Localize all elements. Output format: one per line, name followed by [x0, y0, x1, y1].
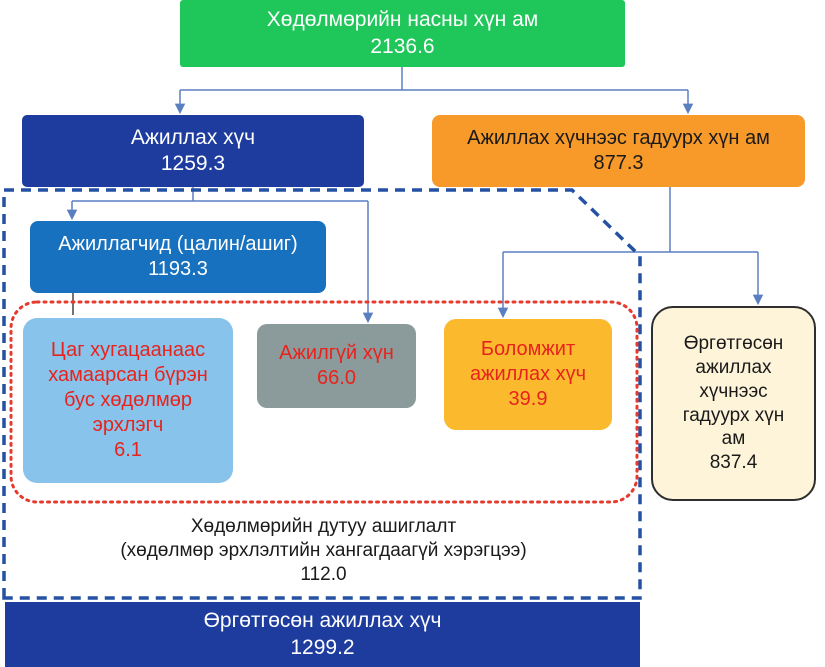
employed-value: 1193.3 [148, 258, 208, 280]
outside-labour-force-label: Ажиллах хүчнээс гадуурх хүн ам [467, 127, 770, 149]
time-related-underemployed-value: 6.1 [114, 439, 142, 461]
extended-labour-force-dashed-boundary [2, 188, 642, 600]
extended-labour-force-value: 1299.2 [290, 635, 355, 659]
extended-outside-line-3: хүчнээс [699, 380, 768, 402]
extended-outside-value: 837.4 [709, 452, 758, 473]
labour-force-label: Ажиллах хүч [130, 125, 256, 149]
labour-underutilization-line-1: Хөдөлмөрийн дутуу ашиглалт [190, 516, 457, 538]
labour-underutilization-line-2: (хөдөлмөр эрхлэлтийн хангагдаагүй хэрэгц… [120, 540, 527, 562]
time-related-underemployed-line-3: бус хөдөлмөр [64, 389, 192, 411]
labour-force-value: 1259.3 [160, 152, 226, 175]
labour-force-box: Ажиллах хүч 1259.3 [22, 115, 364, 187]
extended-labour-force-label: Өргөтгөсөн ажиллах хүч [203, 609, 442, 633]
employed-box: Ажиллагчид (цалин/ашиг) 1193.3 [30, 221, 326, 293]
working-age-population-box: Хөдөлмөрийн насны хүн ам 2136.6 [180, 0, 625, 67]
employed-label: Ажиллагчид (цалин/ашиг) [58, 233, 298, 255]
working-age-population-value: 2136.6 [370, 34, 435, 58]
potential-labour-force-value: 39.9 [508, 388, 548, 410]
potential-labour-force-line-2: ажиллах хүч [469, 363, 587, 385]
extended-outside-labour-force-box: Өргөтгөсөн ажиллах хүчнээс гадуурх хүн а… [651, 306, 816, 501]
unemployed-value: 66.0 [317, 367, 356, 389]
extended-outside-line-5: ам [721, 428, 746, 450]
outside-labour-force-value: 877.3 [593, 152, 644, 174]
potential-labour-force-line-1: Боломжит [480, 338, 576, 360]
time-related-underemployed-box: Цаг хугацаанаас хамаарсан бүрэн бус хөдө… [23, 318, 233, 483]
extended-outside-line-1: Өргөтгөсөн [683, 333, 784, 355]
labour-underutilization-caption: Хөдөлмөрийн дутуу ашиглалт (хөдөлмөр эрх… [25, 507, 622, 595]
extended-outside-line-2: ажиллах [695, 357, 772, 378]
time-related-underemployed-line-1: Цаг хугацаанаас [50, 339, 206, 361]
extended-outside-line-4: гадуурх хүн [682, 404, 785, 426]
unemployed-box: Ажилгүй хүн 66.0 [257, 324, 416, 408]
time-related-underemployed-line-2: хамаарсан бүрэн [48, 364, 208, 386]
unemployed-label: Ажилгүй хүн [279, 342, 394, 364]
labour-underutilization-value: 112.0 [300, 563, 347, 585]
working-age-population-label: Хөдөлмөрийн насны хүн ам [266, 8, 539, 32]
underutilization-dotted-boundary [9, 300, 639, 504]
time-related-underemployed-line-4: эрхлэгч [92, 414, 164, 436]
outside-labour-force-box: Ажиллах хүчнээс гадуурх хүн ам 877.3 [432, 115, 805, 187]
extended-labour-force-box: Өргөтгөсөн ажиллах хүч 1299.2 [5, 602, 640, 667]
potential-labour-force-box: Боломжит ажиллах хүч 39.9 [444, 319, 612, 430]
